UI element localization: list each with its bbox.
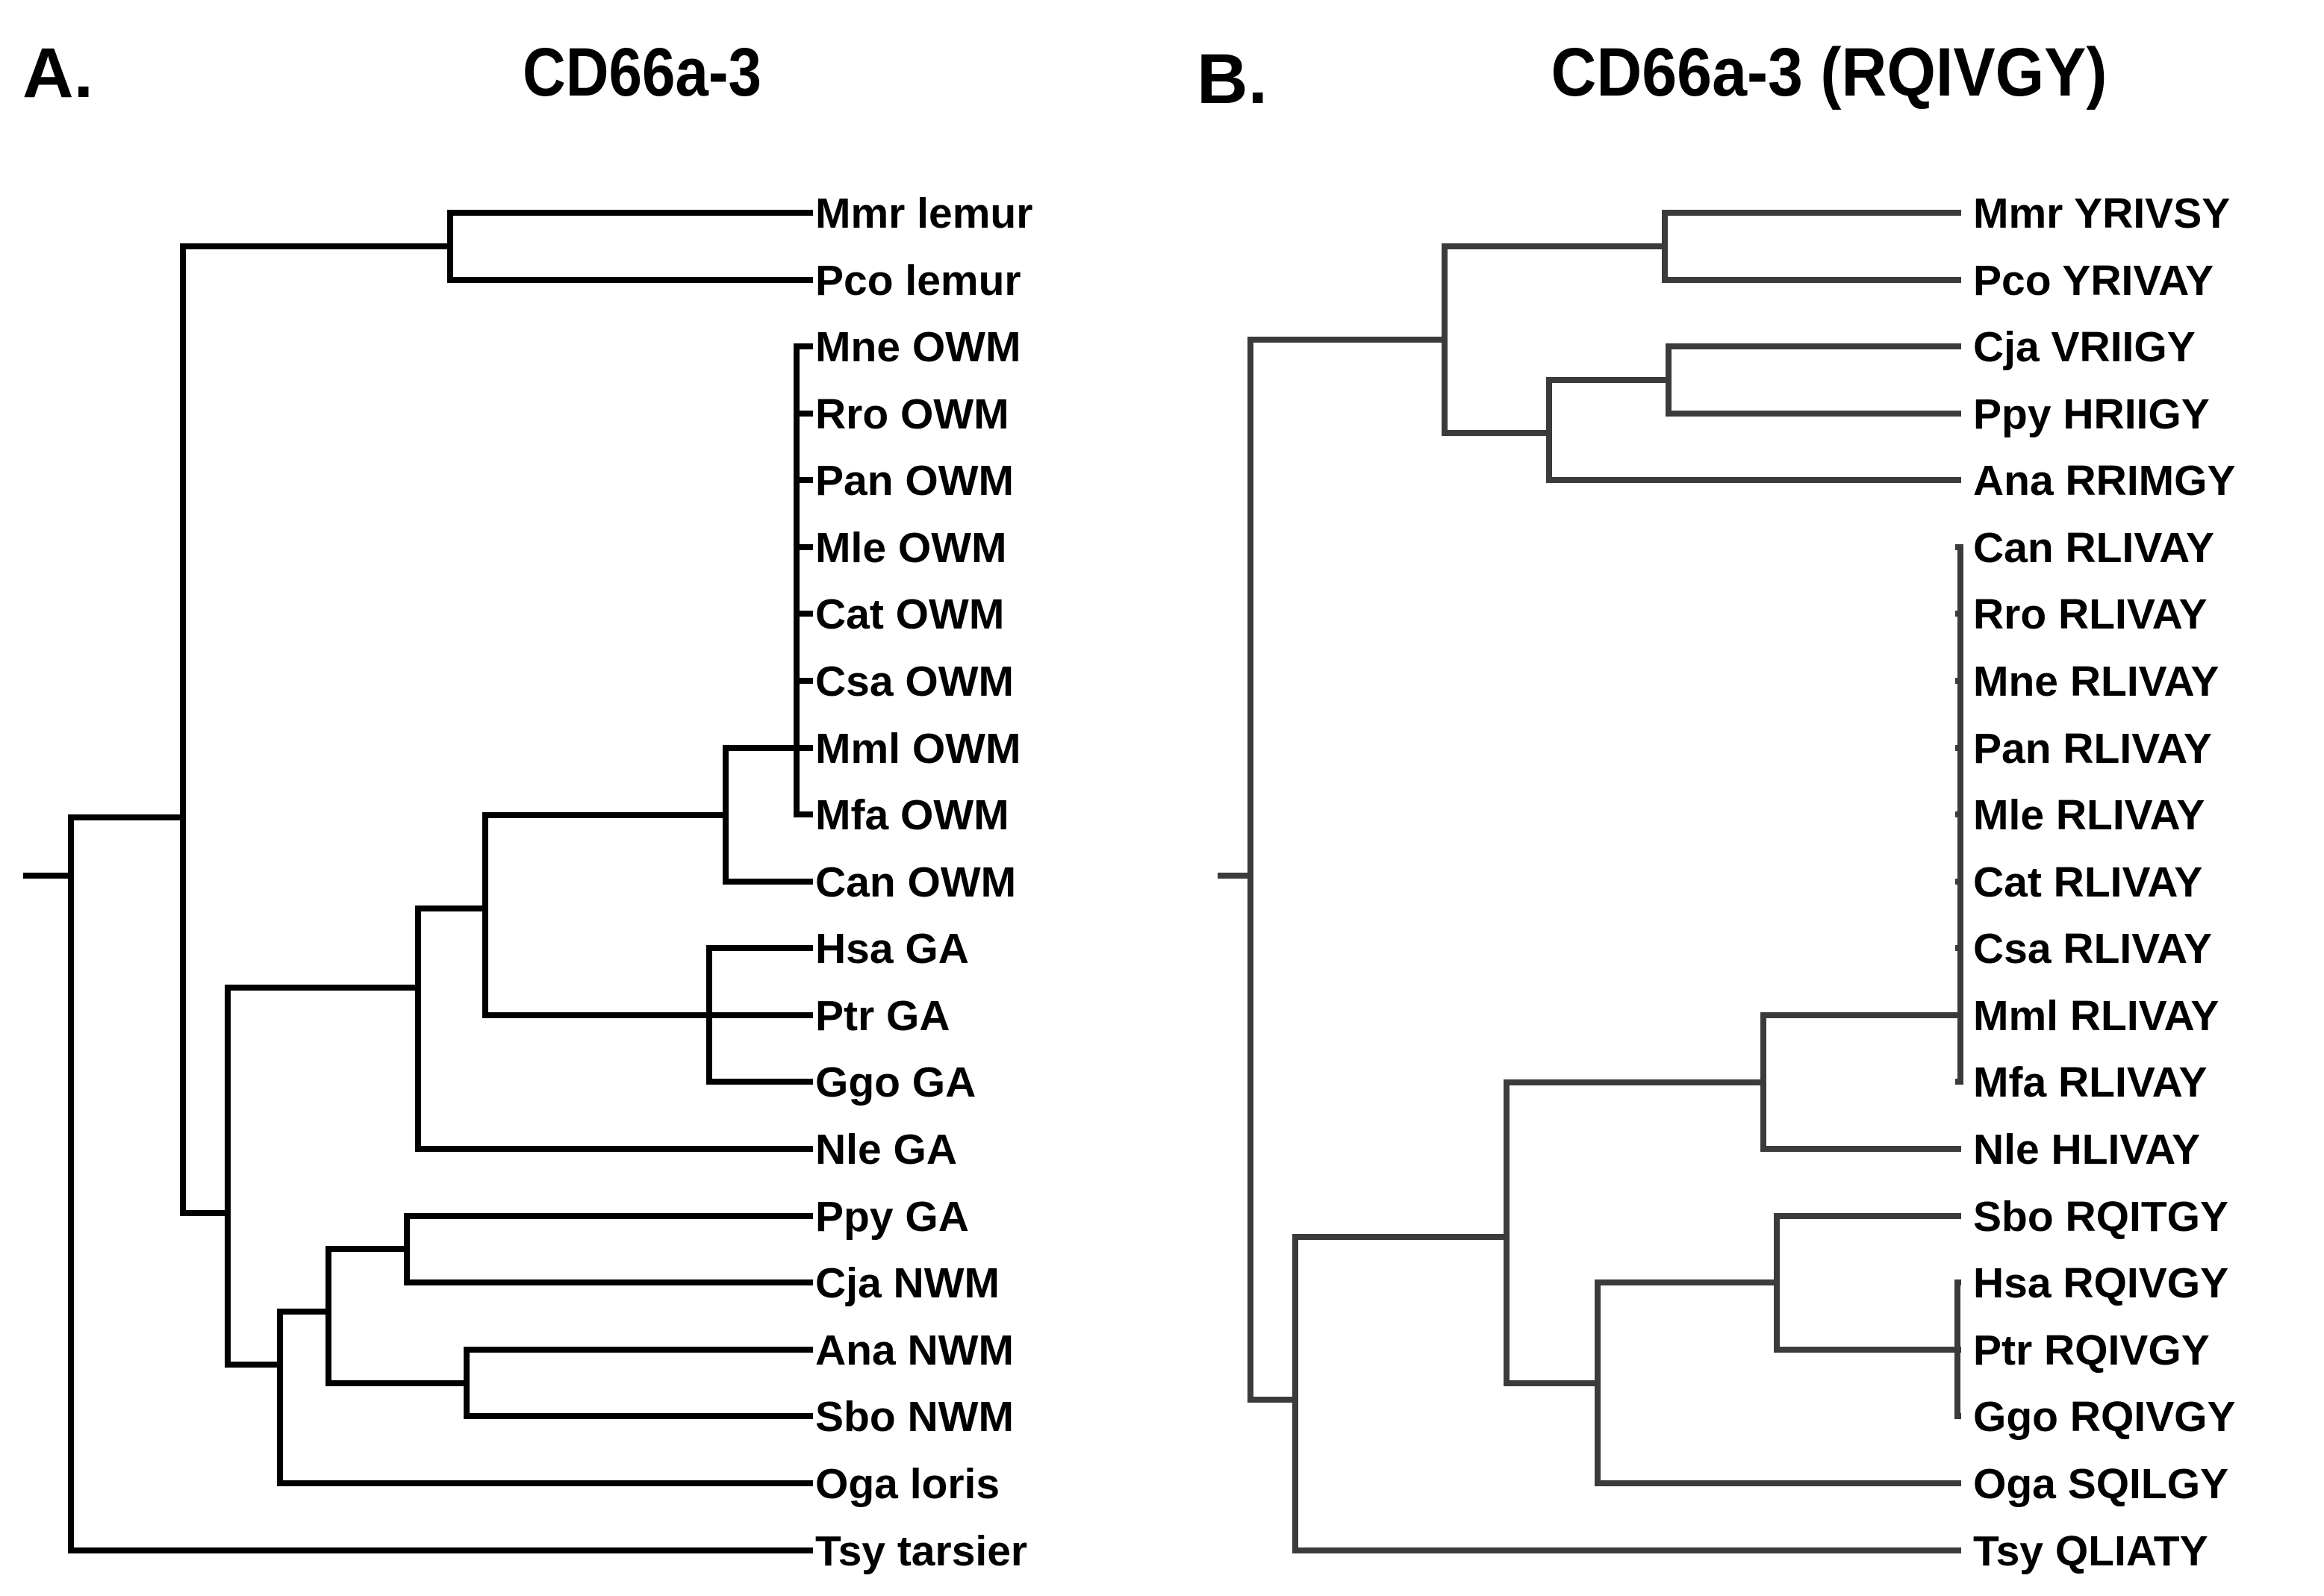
leaf-label: Ggo RQIVGY [1973,1393,2236,1441]
leaf-label: Ggo GA [815,1059,976,1106]
leaf-label: Mfa OWM [815,791,1009,839]
leaf-label: Hsa GA [815,925,969,973]
panel-a-letter: A. [22,34,93,113]
leaf-label: Cat OWM [815,590,1004,638]
leaf-label: Oga SQILGY [1973,1460,2228,1508]
leaf-label: Cat RLIVAY [1973,858,2202,906]
panel-b-title: CD66a-3 (RQIVGY) [1551,34,2108,110]
leaf-label: Ana RRIMGY [1973,457,2236,505]
leaf-label: Ptr RQIVGY [1973,1327,2210,1374]
leaf-label: Ppy HRIIGY [1973,390,2210,438]
leaf-label: Rro OWM [815,390,1009,438]
leaf-label: Mmr YRIVSY [1973,190,2230,237]
leaf-label: Pan OWM [815,457,1014,505]
leaf-label: Pan RLIVAY [1973,725,2212,773]
leaf-label: Mne RLIVAY [1973,658,2219,705]
leaf-label: Nle HLIVAY [1973,1126,2200,1173]
leaf-label: Mne OWM [815,323,1021,371]
leaf-label: Mfa RLIVAY [1973,1059,2208,1106]
leaf-label: Cja NWM [815,1259,1000,1307]
panel-b-tree: Mmr YRIVSY Pco YRIVAY Cja VRIIGY Ppy HRIIGY… [1218,190,2236,1575]
leaf-label: Csa OWM [815,658,1014,705]
leaf-label: Can OWM [815,858,1016,906]
leaf-label: Rro RLIVAY [1973,590,2208,638]
leaf-label: Nle GA [815,1126,957,1173]
leaf-label: Mmr lemur [815,190,1032,237]
leaf-label: Cja VRIIGY [1973,323,2196,371]
leaf-label: Ana NWM [815,1327,1014,1374]
leaf-label: Mml OWM [815,725,1021,773]
leaf-label: Tsy QLIATY [1973,1527,2208,1575]
leaf-label: Mml RLIVAY [1973,992,2219,1040]
leaf-label: Sbo RQITGY [1973,1193,2228,1241]
leaf-label: Tsy tarsier [815,1527,1027,1575]
panel-a-title: CD66a-3 [523,34,761,110]
leaf-label: Csa RLIVAY [1973,925,2212,973]
leaf-label: Oga loris [815,1460,1000,1508]
leaf-label: Sbo NWM [815,1393,1014,1441]
leaf-label: Ppy GA [815,1193,969,1241]
leaf-label: Hsa RQIVGY [1973,1259,2228,1307]
leaf-label: Mle RLIVAY [1973,791,2205,839]
leaf-label: Ptr GA [815,992,950,1040]
panel-b-letter: B. [1197,40,1268,119]
leaf-label: Pco lemur [815,257,1021,305]
leaf-label: Mle OWM [815,524,1006,572]
leaf-label: Pco YRIVAY [1973,257,2214,305]
leaf-label: Can RLIVAY [1973,524,2214,572]
